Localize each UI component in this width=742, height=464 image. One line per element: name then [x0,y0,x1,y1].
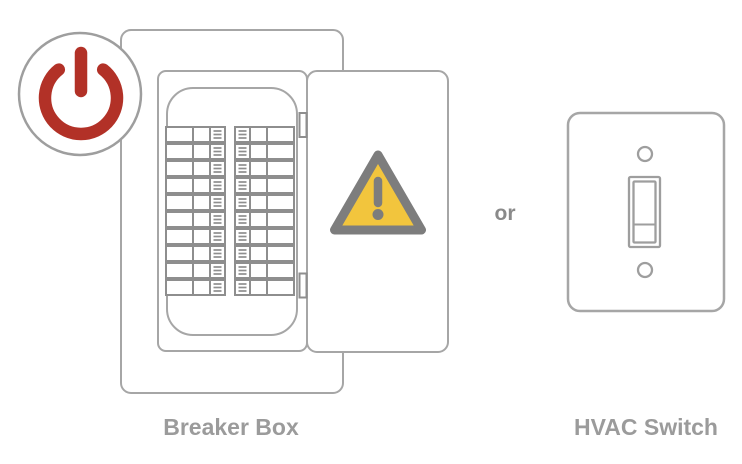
screw-bottom-icon [636,261,654,279]
hvac-switch-label: HVAC Switch [574,414,718,440]
hvac-switch-illustration [566,111,726,313]
door-hinge-bottom [298,272,308,299]
power-off-badge [17,31,143,157]
door-hinge-top [298,112,308,138]
breaker-grid [165,126,295,296]
warning-triangle-icon [330,150,426,235]
toggle-switch-inner [632,180,657,244]
screw-top-icon [636,145,654,163]
breaker-box-illustration [120,29,449,394]
power-icon [38,46,124,141]
or-label: or [494,202,516,225]
breaker-box-label: Breaker Box [163,414,299,440]
